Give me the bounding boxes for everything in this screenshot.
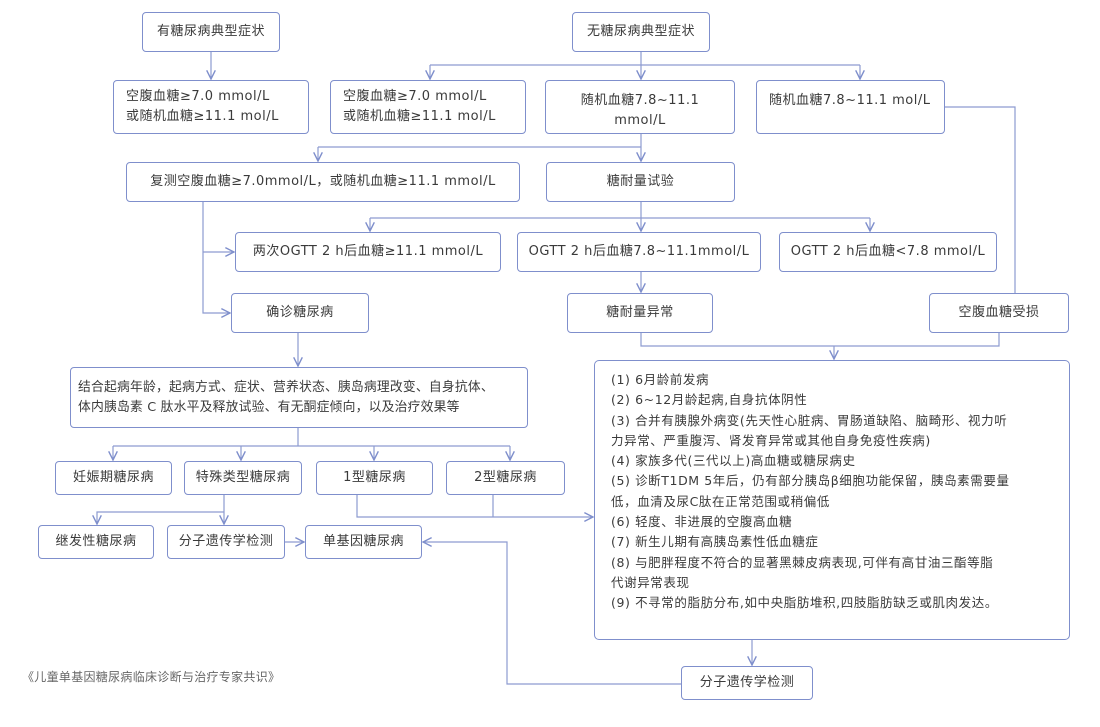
criteria-item: 力异常、严重腹泻、肾发育异常或其他自身免疫性疾病): [611, 432, 931, 448]
random-glucose-mol-node: 随机血糖7.8~11.1 mol/L: [756, 80, 945, 134]
ogtt-test-node: 糖耐量试验: [546, 162, 735, 202]
special-type-node: 特殊类型糖尿病: [184, 461, 302, 495]
criteria-list: (1) 6月龄前发病 (2) 6~12月龄起病,自身抗体阴性 (3) 合并有胰腺…: [594, 360, 1070, 640]
criteria-item: (4) 家族多代(三代以上)高血糖或糖尿病史: [611, 453, 856, 469]
monogenic-node: 单基因糖尿病: [305, 525, 422, 559]
criteria-item: (5) 诊断T1DM 5年后，仍有部分胰岛β细胞功能保留，胰岛素需要量: [611, 473, 1010, 489]
ogtt-mid-node: OGTT 2 h后血糖7.8~11.1mmol/L: [517, 232, 761, 272]
genetic-test-bottom-node: 分子遗传学检测: [681, 666, 813, 700]
criteria-item: 代谢异常表现: [611, 574, 690, 590]
confirmed-diabetes-node: 确诊糖尿病: [231, 293, 369, 333]
criteria-item: (2) 6~12月龄起病,自身抗体阴性: [611, 392, 808, 408]
secondary-node: 继发性糖尿病: [38, 525, 154, 559]
fpg-left-line-2: 或随机血糖≥11.1 mol/L: [126, 109, 279, 124]
type2-node: 2型糖尿病: [446, 461, 565, 495]
ogtt-twice-node: 两次OGTT 2 h后血糖≥11.1 mmol/L: [235, 232, 501, 272]
fpg-mid-line-1: 空腹血糖≥7.0 mmol/L: [343, 89, 487, 104]
fpg-mid-line-2: 或随机血糖≥11.1 mol/L: [343, 109, 496, 124]
criteria-item: (7) 新生儿期有高胰岛素性低血糖症: [611, 534, 819, 550]
ogtt-low-node: OGTT 2 h后血糖<7.8 mmol/L: [779, 232, 997, 272]
criteria-item: (1) 6月龄前发病: [611, 372, 710, 387]
ifg-node: 空腹血糖受损: [929, 293, 1069, 333]
gestational-node: 妊娠期糖尿病: [55, 461, 172, 495]
combine-line-1: 结合起病年龄，起病方式、症状、营养状态、胰岛病理改变、自身抗体、: [78, 379, 494, 395]
fpg-left-line-1: 空腹血糖≥7.0 mmol/L: [126, 89, 270, 104]
combine-line-2: 体内胰岛素 C 肽水平及释放试验、有无酮症倾向，以及治疗效果等: [78, 399, 460, 415]
igt-node: 糖耐量异常: [567, 293, 713, 333]
fpg-left-node: 空腹血糖≥7.0 mmol/L 或随机血糖≥11.1 mol/L: [113, 80, 309, 134]
criteria-item: 低，血清及尿C肽在正常范围或稍偏低: [611, 493, 830, 509]
criteria-item: (8) 与肥胖程度不符合的显著黑棘皮病表现,可伴有高甘油三酯等脂: [611, 554, 994, 570]
random-glucose-mmol-node: 随机血糖7.8~11.1 mmol/L: [545, 80, 735, 134]
criteria-item: (9) 不寻常的脂肪分布,如中央脂肪堆积,四肢脂肪缺乏或肌肉发达。: [611, 595, 998, 611]
combine-factors-node: 结合起病年龄，起病方式、症状、营养状态、胰岛病理改变、自身抗体、 体内胰岛素 C…: [70, 367, 528, 428]
type1-node: 1型糖尿病: [316, 461, 433, 495]
criteria-item: (3) 合并有胰腺外病变(先天性心脏病、胃肠道缺陷、脑畸形、视力听: [611, 412, 1008, 428]
genetic-test-left-node: 分子遗传学检测: [167, 525, 285, 559]
retest-node: 复测空腹血糖≥7.0mmol/L，或随机血糖≥11.1 mmol/L: [126, 162, 520, 202]
source-caption: 《儿童单基因糖尿病临床诊断与治疗专家共识》: [22, 670, 281, 684]
criteria-item: (6) 轻度、非进展的空腹高血糖: [611, 514, 793, 530]
atypical-symptoms-node: 无糖尿病典型症状: [572, 12, 710, 52]
typical-symptoms-node: 有糖尿病典型症状: [142, 12, 280, 52]
fpg-mid-node: 空腹血糖≥7.0 mmol/L 或随机血糖≥11.1 mol/L: [330, 80, 526, 134]
